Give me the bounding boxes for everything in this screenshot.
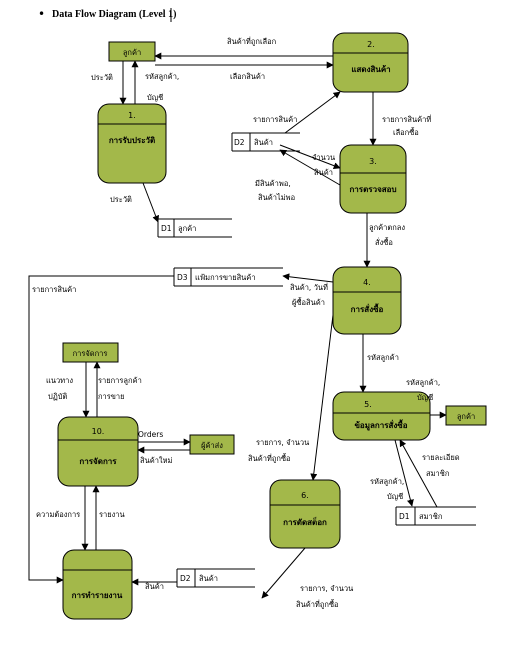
diagram-title: Data Flow Diagram (Level 1) <box>52 9 176 20</box>
entity-customer-right-label: ลูกค้า <box>457 412 475 421</box>
label-cust-code-d: รหัสลูกค้า, <box>370 477 404 486</box>
process-3-number: 3. <box>369 157 377 166</box>
label-goods-list-b: รายการสินค้า <box>32 285 76 294</box>
store-d2-bottom-name: สินค้า <box>199 574 218 583</box>
label-list-qty-c: รายการ, จำนวน <box>300 584 353 593</box>
label-new-goods: สินค้าใหม่ <box>140 456 173 465</box>
label-account-c: บัญชี <box>387 492 403 501</box>
store-d3-id: D3 <box>177 273 188 282</box>
label-report: รายงาน <box>99 510 125 519</box>
entity-customer-top: ลูกค้า <box>108 41 156 62</box>
label-selected-list-b: เลือกซื้อ <box>393 127 419 137</box>
flow-code-account-member <box>394 439 414 507</box>
entity-supplier: ผู้ค้าส่ง <box>189 434 235 455</box>
store-d1-members-name: สมาชิก <box>419 512 442 521</box>
label-cust-code-a: รหัสลูกค้า, <box>145 72 179 81</box>
process-4-name: การสั่งซื้อ <box>351 303 384 314</box>
label-orders: Orders <box>138 430 163 439</box>
process-5: 5. ข้อมูลการสั่งซื้อ <box>332 391 431 441</box>
label-sales-list-a: รายการลูกค้า <box>98 376 142 385</box>
store-d1-members: D1 สมาชิก <box>395 506 476 526</box>
process-7-name: การทำรายงาน <box>72 591 123 600</box>
process-3: 3. การตรวจสอบ <box>339 144 407 214</box>
process-5-number: 5. <box>364 400 372 409</box>
label-member-detail-a: รายละเอียด <box>422 453 460 462</box>
label-list-qty-d: สินค้าที่ถูกซื้อ <box>296 599 339 609</box>
label-guideline-a: แนวทาง <box>46 376 73 385</box>
process-7: การทำรายงาน <box>62 549 133 620</box>
label-cust-order-b: สั่งซื้อ <box>375 237 393 247</box>
label-member-detail-b: สมาชิก <box>426 469 449 478</box>
flow-goods-date <box>282 273 334 283</box>
label-needs: ความต้องการ <box>36 510 80 519</box>
store-d3-sales: D3 แฟ้มการขายสินค้า <box>173 267 283 287</box>
store-d1-members-id: D1 <box>399 512 410 521</box>
label-history-b: ประวัติ <box>110 195 132 204</box>
label-selected-goods: สินค้าที่ถูกเลือก <box>227 36 277 46</box>
flow-qty <box>279 144 341 170</box>
process-10-number: 10. <box>92 427 105 436</box>
process-4-number: 4. <box>363 278 371 287</box>
label-goods-date-a: สินค้า, วันที่ <box>290 282 328 292</box>
entity-manager-label: การจัดการ <box>73 349 108 358</box>
process-6-name: การตัดสต็อก <box>283 516 327 527</box>
entity-manager: การจัดการ <box>62 342 119 363</box>
flow-list-qty <box>310 314 334 481</box>
store-d1-name: ลูกค้า <box>178 224 196 233</box>
label-cust-code-b: รหัสลูกค้า <box>367 353 399 362</box>
process-1-name: การรับประวัติ <box>109 136 155 145</box>
store-d2-name: สินค้า <box>254 138 273 147</box>
label-goods-c: สินค้า <box>145 582 164 591</box>
flow-member-detail <box>399 439 438 508</box>
label-enough-a: มีสินค้าพอ, <box>255 179 291 188</box>
process-6: 6. การตัดสต็อก <box>269 479 341 549</box>
label-cust-code-c: รหัสลูกค้า, <box>406 378 440 387</box>
store-d2-goods-bottom: D2 สินค้า <box>176 568 255 588</box>
process-4: 4. การสั่งซื้อ <box>332 266 402 335</box>
flow-history-to-d1 <box>142 182 160 223</box>
store-d2-id: D2 <box>234 138 245 147</box>
label-history-a: ประวัติ <box>91 73 113 82</box>
label-account-b: บัญชี <box>417 393 433 402</box>
process-2-number: 2. <box>367 40 375 49</box>
label-list-qty-a: รายการ, จำนวน <box>256 438 309 447</box>
label-goods-date-b: ผู้ซื้อสินค้า <box>292 297 325 307</box>
flow-goods-list-report <box>28 275 174 584</box>
entity-customer-top-label: ลูกค้า <box>123 48 141 57</box>
bullet: • <box>38 7 45 21</box>
flow-lines <box>28 52 447 599</box>
process-1: 1. การรับประวัติ <box>97 103 167 184</box>
entity-supplier-label: ผู้ค้าส่ง <box>201 441 223 450</box>
store-d2-bottom-id: D2 <box>180 574 191 583</box>
label-enough-b: สินค้าไม่พอ <box>258 193 296 202</box>
process-10-name: การจัดการ <box>79 457 117 466</box>
process-2: 2. แสดงสินค้า <box>332 32 409 93</box>
store-d1-id: D1 <box>161 224 172 233</box>
store-d1-customer: D1 ลูกค้า <box>157 218 232 238</box>
label-guideline-b: ปฏิบัติ <box>48 392 68 401</box>
entity-customer-right: ลูกค้า <box>445 405 487 426</box>
process-2-name: แสดงสินค้า <box>351 64 390 74</box>
process-3-name: การตรวจสอบ <box>349 185 396 194</box>
process-5-name: ข้อมูลการสั่งซื้อ <box>354 419 407 431</box>
label-sales-list-b: การขาย <box>98 392 125 401</box>
label-list-qty-b: สินค้าที่ถูกซื้อ <box>248 453 291 463</box>
store-d3-name: แฟ้มการขายสินค้า <box>195 273 256 282</box>
process-6-number: 6. <box>301 491 309 500</box>
label-account-a: บัญชี <box>147 93 163 102</box>
label-choose-goods: เลือกสินค้า <box>230 72 265 81</box>
label-goods-list-a: รายการสินค้า <box>253 115 297 124</box>
process-1-number: 1. <box>128 111 136 120</box>
flow-list-qty-cut <box>261 547 306 599</box>
label-qty-a: จำนวน <box>312 153 335 162</box>
label-cust-order-a: ลูกค้าตกลง <box>369 223 405 232</box>
flow-enough <box>279 149 341 186</box>
label-qty-b: สินค้า <box>314 168 333 177</box>
flow-goods-list <box>284 91 341 134</box>
flow-labels: สินค้าที่ถูกเลือก เลือกสินค้า ประวัติ รห… <box>32 36 460 609</box>
store-d2-goods-top: D2 สินค้า <box>231 132 300 152</box>
process-10: 10. การจัดการ <box>57 416 139 487</box>
label-selected-list-a: รายการสินค้าที่ <box>382 114 431 124</box>
